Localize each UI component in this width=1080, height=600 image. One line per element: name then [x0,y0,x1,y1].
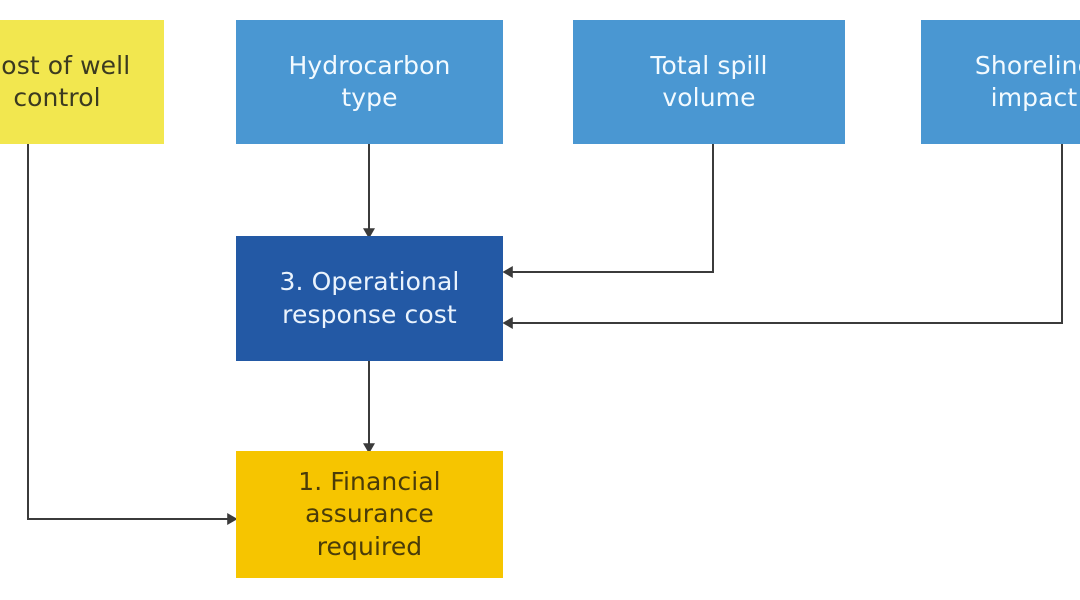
node-label-operational-response-cost: 3. Operational response cost [279,267,460,329]
node-label-hydrocarbon-type: Hydrocarbon type [288,50,451,113]
edge-total-spill-volume-to-operational-response-cost [502,144,714,278]
edge-cost-of-well-control-to-financial-assurance-required [27,144,238,525]
node-label-cost-of-well-control: Cost of well control [0,50,131,113]
node-label-total-spill-volume: Total spill volume [650,50,768,113]
node-financial-assurance-required[interactable]: 1. Financial assurance required [236,451,503,578]
node-label-shoreline-impact: Shoreline impact [974,50,1080,113]
node-total-spill-volume[interactable]: Total spill volume [573,20,845,144]
node-shoreline-impact[interactable]: Shoreline impact [921,20,1080,144]
node-label-financial-assurance-required: 1. Financial assurance required [298,466,441,561]
node-hydrocarbon-type[interactable]: Hydrocarbon type [236,20,503,144]
node-cost-of-well-control[interactable]: Cost of well control [0,20,164,144]
edge-shoreline-impact-to-operational-response-cost [502,144,1063,329]
node-operational-response-cost[interactable]: 3. Operational response cost [236,236,503,361]
